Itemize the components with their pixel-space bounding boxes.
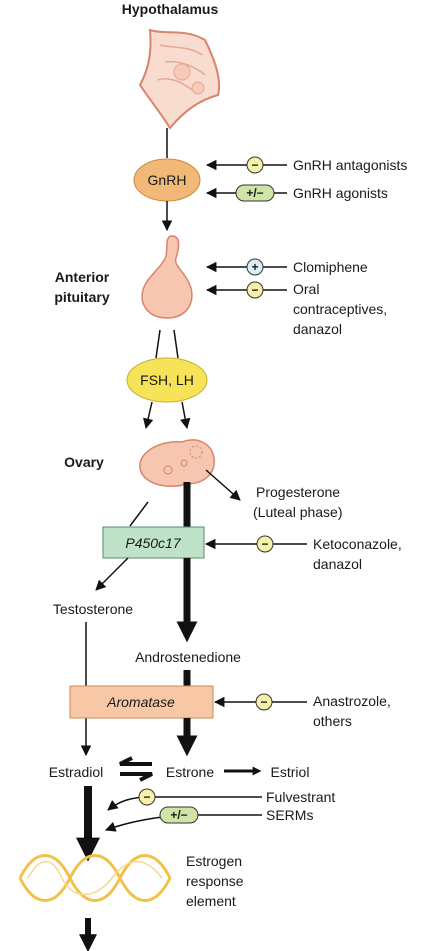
estradiol-to-estrone-arrow (120, 772, 153, 782)
mixed-effect-icon (159, 806, 199, 824)
inhibit-symbol: − (260, 695, 267, 709)
aromatase-box (69, 685, 214, 719)
inhibit-icon (138, 788, 156, 806)
progesterone-label-line2: (Luteal phase) (253, 504, 343, 520)
dna-helix-illustration (18, 854, 172, 902)
ovary-to-progesterone-arrow (205, 469, 241, 501)
ere-label-line3: element (186, 893, 236, 909)
ovary-to-p450-thin-line (129, 501, 149, 527)
ere-label-line1: Estrogen (186, 853, 242, 869)
estradiol-label: Estradiol (49, 764, 103, 780)
ketoconazole-label-line2: danazol (313, 556, 362, 572)
oral-contraceptives-label-line1: Oral (293, 281, 319, 297)
inhibit-icon (256, 535, 274, 553)
inhibit-symbol: − (251, 283, 258, 297)
anastrozole-label-line1: Anastrozole, (313, 693, 391, 709)
lh-to-ovary-arrow (180, 401, 191, 430)
estrone-label: Estrone (166, 764, 214, 780)
inhibit-symbol: − (251, 158, 258, 172)
inhibit-icon (246, 156, 264, 174)
fsh-lh-node (126, 357, 208, 403)
stimulate-symbol: + (251, 260, 258, 274)
mixed-effect-icon (235, 184, 275, 202)
anterior-pituitary-label-line1: Anterior (55, 269, 110, 285)
pituitary-illustration (141, 235, 193, 319)
p450c17-box (102, 526, 205, 559)
inhibit-icon (255, 693, 273, 711)
serms-label: SERMs (266, 807, 313, 823)
p450-to-testosterone-arrow (95, 557, 129, 591)
oral-contraceptives-label-line2: contraceptives, (293, 301, 387, 317)
anastrozole-label-line2: others (313, 713, 352, 729)
mixed-effect-symbol: +/− (170, 808, 187, 822)
ovary-illustration (139, 439, 215, 488)
gnrh-agonists-label: GnRH agonists (293, 185, 388, 201)
androstenedione-label: Androstenedione (135, 649, 241, 665)
testosterone-label: Testosterone (53, 601, 133, 617)
fsh-lh-label: FSH, LH (140, 372, 194, 388)
inhibit-symbol: − (261, 537, 268, 551)
progesterone-label-line1: Progesterone (256, 484, 340, 500)
hypothalamus-label: Hypothalamus (122, 1, 219, 17)
gnrh-antagonists-label: GnRH antagonists (293, 157, 407, 173)
inhibit-icon (246, 281, 264, 299)
ere-label-line2: response (186, 873, 244, 889)
ovary-label: Ovary (64, 454, 104, 470)
estrone-to-estradiol-arrow (119, 756, 152, 766)
mixed-effect-symbol: +/− (246, 186, 263, 200)
clomiphene-label: Clomiphene (293, 259, 368, 275)
inhibit-symbol: − (143, 790, 150, 804)
p450c17-label: P450c17 (125, 535, 181, 551)
fulvestrant-label: Fulvestrant (266, 789, 335, 805)
anterior-pituitary-label-line2: pituitary (54, 289, 109, 305)
hypothalamus-illustration (138, 28, 221, 130)
gnrh-label: GnRH (148, 172, 187, 188)
estriol-label: Estriol (271, 764, 310, 780)
pituitary-to-lh-line (173, 329, 179, 359)
ketoconazole-label-line1: Ketoconazole, (313, 536, 402, 552)
pituitary-to-fsh-line (155, 329, 161, 359)
fsh-to-ovary-arrow (143, 401, 154, 430)
oral-contraceptives-label-line3: danazol (293, 321, 342, 337)
aromatase-label: Aromatase (106, 694, 175, 710)
stimulate-icon (246, 258, 264, 276)
